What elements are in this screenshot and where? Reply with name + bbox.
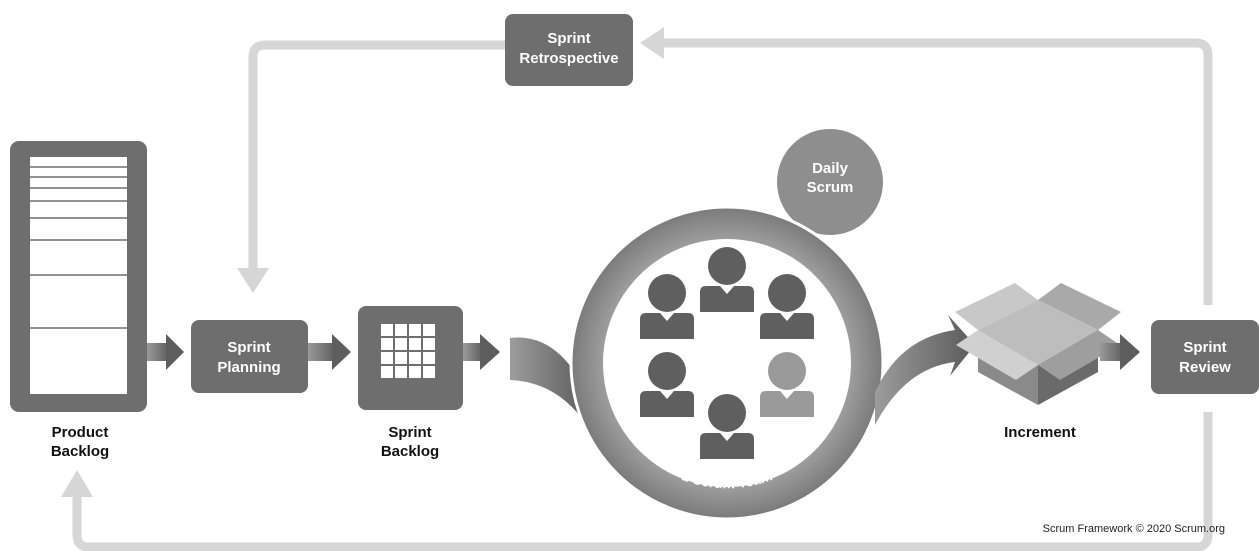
person-icon-light	[760, 352, 814, 417]
daily-scrum-label-line2: Scrum	[807, 179, 854, 196]
daily-scrum-label-line1: Daily	[812, 160, 849, 177]
person-icon	[700, 394, 754, 459]
sprint-swoosh-in	[510, 337, 590, 430]
sprint-planning-box: Sprint Planning	[191, 320, 308, 393]
retrospective-label-line2: Retrospective	[519, 50, 618, 67]
planning-label-line2: Planning	[217, 359, 280, 376]
product-backlog-item-lines	[30, 166, 127, 329]
increment-caption: Increment	[1004, 424, 1076, 441]
sprint-backlog-grid-icon	[381, 324, 435, 378]
retrospective-label-line1: Sprint	[547, 30, 590, 47]
loop-review-to-retrospective	[660, 38, 1213, 305]
loop-retrospective-to-planning	[248, 40, 505, 268]
product-backlog: Product Backlog	[10, 141, 147, 460]
loop-arrowhead-product-backlog	[61, 470, 93, 497]
sprint-review-box: Sprint Review	[1151, 320, 1259, 394]
loop-review-to-product-backlog	[72, 412, 1213, 551]
product-backlog-caption-line2: Backlog	[51, 443, 109, 460]
planning-label-line1: Sprint	[227, 339, 270, 356]
sprint-backlog-caption-line2: Backlog	[381, 443, 439, 460]
sprint-swoosh-out	[875, 315, 975, 425]
person-icon	[700, 247, 754, 312]
product-backlog-caption-line1: Product	[52, 424, 109, 441]
arrow-increment-to-review	[1100, 334, 1140, 370]
arrow-sprint-backlog-to-team	[463, 334, 500, 370]
sprint-backlog-caption-line1: Sprint	[388, 424, 431, 441]
feedback-loop	[61, 27, 1213, 551]
loop-arrowhead-retrospective	[640, 27, 664, 59]
arrow-backlog-to-planning	[147, 334, 184, 370]
person-icon	[640, 274, 694, 339]
sprint-retrospective-box: Sprint Retrospective	[505, 14, 633, 86]
team-members	[640, 247, 814, 459]
increment-box-icon: Increment	[955, 283, 1121, 441]
daily-scrum-circle: Daily Scrum	[777, 129, 883, 235]
person-icon	[640, 352, 694, 417]
arrow-planning-to-sprint-backlog	[308, 334, 351, 370]
review-label-line2: Review	[1179, 359, 1231, 376]
loop-arrowhead-planning	[237, 268, 269, 293]
copyright-credit: Scrum Framework © 2020 Scrum.org	[1043, 523, 1225, 535]
review-label-line1: Sprint	[1183, 339, 1226, 356]
sprint-backlog: Sprint Backlog	[358, 306, 463, 460]
person-icon	[760, 274, 814, 339]
